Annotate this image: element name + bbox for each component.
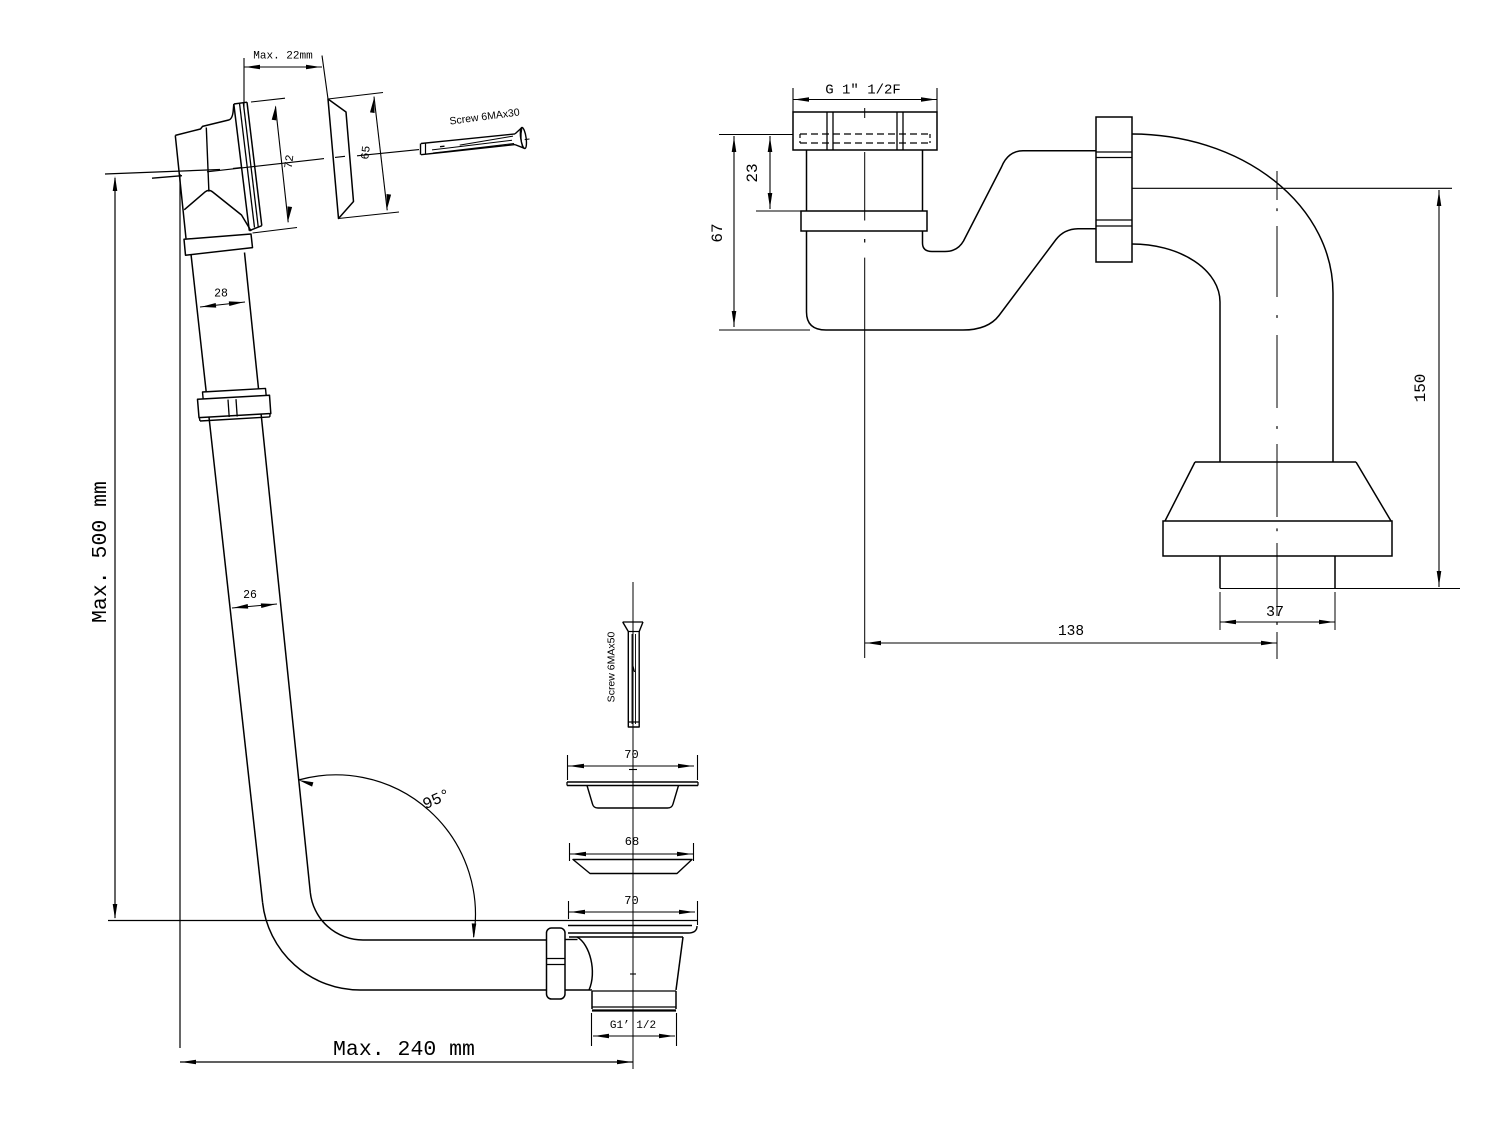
svg-text:70: 70 (624, 894, 638, 908)
svg-text:138: 138 (1058, 624, 1084, 640)
svg-text:95°: 95° (420, 786, 454, 814)
svg-text:Max. 240 mm: Max. 240 mm (333, 1038, 475, 1062)
svg-text:26: 26 (243, 589, 257, 602)
svg-text:150: 150 (1412, 374, 1430, 403)
svg-text:G 1" 1/2F: G 1" 1/2F (825, 83, 901, 99)
svg-text:37: 37 (1266, 604, 1284, 621)
svg-text:70: 70 (624, 748, 638, 762)
svg-text:23: 23 (744, 163, 762, 182)
svg-text:65: 65 (359, 145, 374, 160)
svg-text:67: 67 (709, 223, 727, 242)
svg-text:Max. 22mm: Max. 22mm (253, 51, 313, 63)
svg-text:Screw 6MAx30: Screw 6MAx30 (449, 106, 521, 127)
svg-text:28: 28 (214, 288, 228, 301)
svg-text:Max. 500 mm: Max. 500 mm (89, 481, 113, 623)
svg-text:Screw 6MAx50: Screw 6MAx50 (606, 632, 618, 703)
svg-text:68: 68 (625, 835, 639, 849)
svg-text:72: 72 (283, 154, 298, 169)
